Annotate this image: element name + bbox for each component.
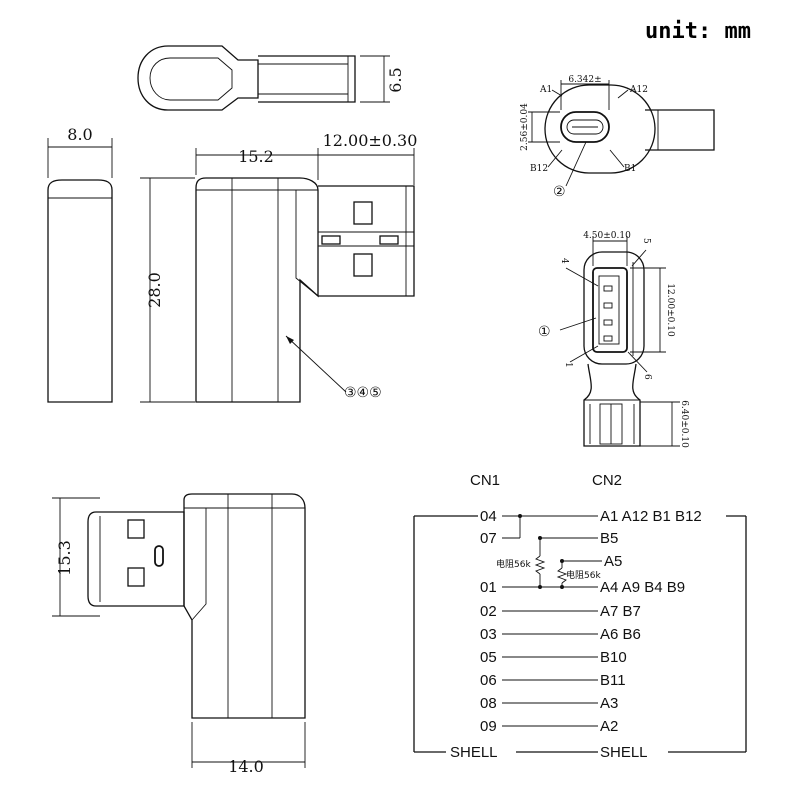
dim-6-40: 6.40±0.10 (679, 400, 689, 448)
dim-14-0: 14.0 (228, 757, 264, 776)
cn1-label: CN1 (470, 472, 500, 489)
cn2-pin-b10: B10 (600, 649, 627, 666)
dim-28-0: 28.0 (145, 272, 164, 308)
pin-a12: A12 (629, 85, 648, 95)
cn2-pin-b5: B5 (600, 530, 618, 547)
cn2-pins-a6-b6: A6 B6 (600, 626, 641, 643)
cn2-pins-a4-a9-b4-b9: A4 A9 B4 B9 (600, 579, 685, 596)
cn2-pins-a7-b7: A7 B7 (600, 603, 641, 620)
side-view: 8.0 (47, 125, 113, 403)
top-view-usbc: 6.5 (137, 45, 405, 111)
cn1-pin-04: 04 (480, 508, 497, 525)
front-view: 15.2 12.00±0.30 28.0 ③④⑤ (140, 131, 418, 403)
cn2-pin-b11: B11 (600, 672, 626, 689)
cn2-pins-a1-a12-b1-b12: A1 A12 B1 B12 (600, 508, 702, 525)
pin-b1: B1 (624, 164, 636, 174)
dim-2-56: 2.56±0.04 (520, 103, 530, 151)
cn1-pin-02: 02 (480, 603, 497, 620)
cn1-pin-01: 01 (480, 579, 497, 596)
cn1-pin-06: 06 (480, 672, 497, 689)
dim-6-342: 6.342± (568, 75, 601, 85)
dim-12-00b: 12.00±0.10 (665, 283, 675, 337)
bottom-view: 15.3 14.0 (52, 493, 306, 776)
dim-8-0: 8.0 (67, 125, 92, 144)
pin-b12: B12 (530, 164, 548, 174)
cn1-pin-03: 03 (480, 626, 497, 643)
dim-4-50: 4.50±0.10 (583, 231, 631, 241)
pin-4: 4 (559, 258, 569, 264)
callout-345: ③④⑤ (344, 385, 382, 401)
pin-5: 5 (641, 238, 651, 244)
cn2-label: CN2 (592, 472, 622, 489)
cn2-pin-a5: A5 (604, 553, 622, 570)
cn2-pin-a3: A3 (600, 695, 618, 712)
shell-left: SHELL (450, 744, 498, 761)
cn2-pin-a2: A2 (600, 718, 618, 735)
wiring-diagram: CN1 CN2 04 A1 A12 B1 B12 07 B5 A5 01 A4 … (413, 472, 747, 761)
dim-12-00: 12.00±0.30 (323, 131, 418, 150)
end-view-usba: 4.50±0.10 12.00±0.10 6.40±0.10 4 5 1 6 ① (538, 231, 689, 448)
cn1-pin-08: 08 (480, 695, 497, 712)
shell-right: SHELL (600, 744, 648, 761)
pin-a1: A1 (539, 85, 552, 95)
unit-label: unit: mm (645, 19, 751, 44)
dim-6-5: 6.5 (386, 67, 405, 92)
pin-6: 6 (642, 374, 652, 380)
end-view-usbc: 6.342± 2.56±0.04 A1 A12 B12 B1 ② (520, 75, 715, 200)
cn1-pin-09: 09 (480, 718, 497, 735)
dim-15-2: 15.2 (238, 147, 274, 166)
callout-2: ② (553, 184, 566, 200)
dim-15-3: 15.3 (55, 540, 74, 576)
cn1-pin-05: 05 (480, 649, 497, 666)
callout-1: ① (538, 324, 551, 340)
pin-1: 1 (563, 362, 573, 368)
cn1-pin-07: 07 (480, 530, 497, 547)
resistor-1-label: 电阻56k (496, 558, 531, 570)
resistor-2-label: 电阻56k (566, 569, 601, 581)
